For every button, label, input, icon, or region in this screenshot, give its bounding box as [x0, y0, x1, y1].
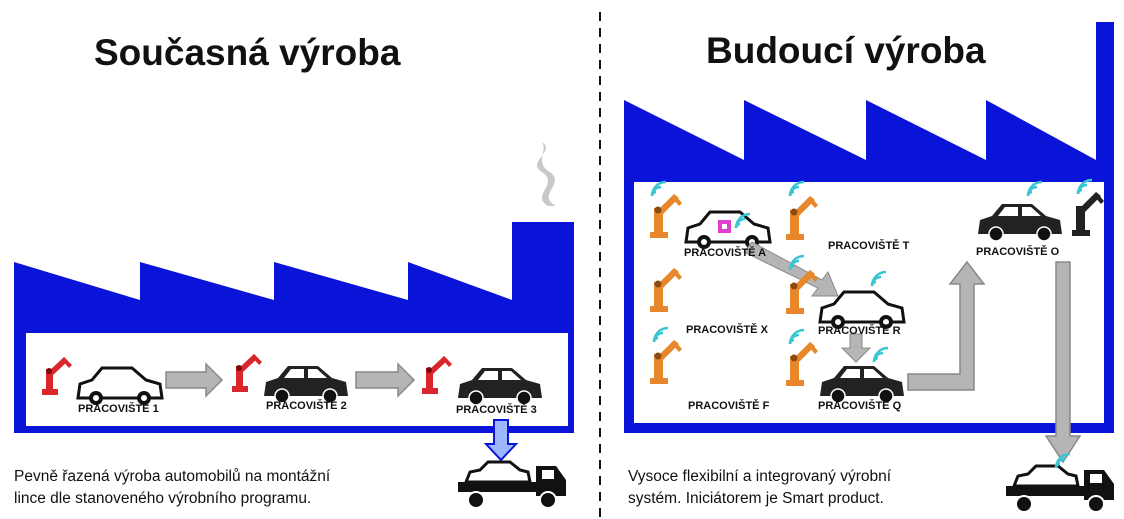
truck-icon: [456, 460, 568, 510]
smoke-icon: [537, 142, 556, 206]
station-label-t: PRACOVIŠTĚ T: [828, 240, 910, 252]
truck-icon: [1004, 464, 1116, 514]
station-label-x: PRACOVIŠTĚ X: [686, 324, 768, 336]
current-production-caption: Pevně řazená výroba automobilů na montáž…: [14, 466, 330, 510]
station-label-f: PRACOVIŠTĚ F: [688, 400, 770, 412]
caption-line: systém. Iniciátorem je Smart product.: [628, 490, 884, 507]
flow-arrow: [355, 362, 416, 398]
flow-arrow: [907, 260, 986, 391]
output-arrow: [1044, 261, 1082, 464]
future-production-caption: Vysoce flexibilní a integrovaný výrobní …: [628, 466, 891, 510]
current-factory: [14, 142, 574, 433]
station-label-1: PRACOVIŠTĚ 1: [78, 403, 159, 415]
station-label-3: PRACOVIŠTĚ 3: [456, 404, 537, 416]
current-production-title: Současná výroba: [94, 32, 401, 73]
station-label-a: PRACOVIŠTĚ A: [684, 247, 767, 259]
station-label-o: PRACOVIŠTĚ O: [976, 246, 1060, 258]
caption-line: lince dle stanoveného výrobního programu…: [14, 490, 312, 507]
station-label-2: PRACOVIŠTĚ 2: [266, 400, 347, 412]
flow-arrow: [165, 362, 224, 398]
station-label-r: PRACOVIŠTĚ R: [818, 325, 901, 337]
caption-line: Vysoce flexibilní a integrovaný výrobní: [628, 468, 892, 485]
output-arrow: [483, 419, 519, 462]
station-label-q: PRACOVIŠTĚ Q: [818, 400, 902, 412]
future-production-title: Budoucí výroba: [706, 30, 986, 71]
caption-line: Pevně řazená výroba automobilů na montáž…: [14, 468, 331, 485]
flow-arrow: [840, 333, 872, 363]
